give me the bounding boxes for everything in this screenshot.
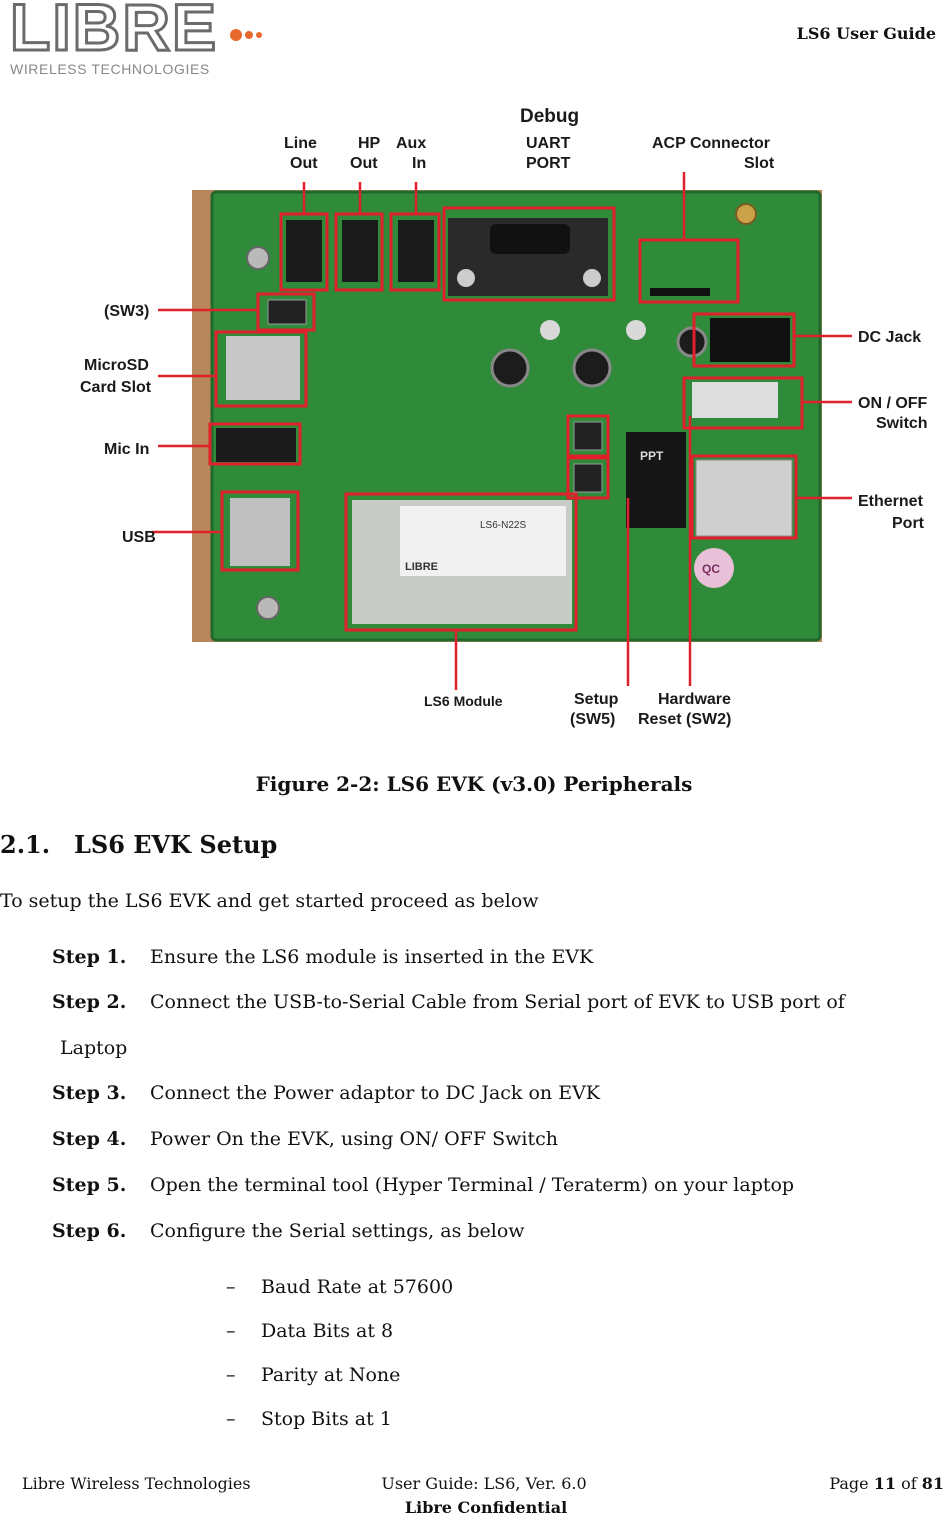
setting-bullet: – Parity at None xyxy=(226,1364,400,1386)
label-aux-in-1: Aux xyxy=(396,135,426,152)
screw-icon xyxy=(246,246,270,270)
label-hw-reset-1: Hardware xyxy=(658,691,731,708)
evk-board-illustration: PPT QC LS6-N22S LIBRE xyxy=(80,106,928,728)
step-text: Ensure the LS6 module is inserted in the… xyxy=(150,946,594,968)
step-item: Step 5. Open the terminal tool (Hyper Ter… xyxy=(52,1174,794,1196)
label-mic-in: Mic In xyxy=(104,441,149,458)
transformer-label: PPT xyxy=(640,449,664,463)
label-hp-out-2: Out xyxy=(350,155,378,172)
page-total: 81 xyxy=(921,1474,944,1493)
label-setup-1: Setup xyxy=(574,691,619,708)
step-item: Step 4. Power On the EVK, using ON/ OFF S… xyxy=(52,1128,558,1150)
step-key: Step 1. xyxy=(52,946,127,968)
step-text: Connect the Power adaptor to DC Jack on … xyxy=(150,1082,600,1104)
label-dc-jack: DC Jack xyxy=(858,329,921,346)
footer-company: Libre Wireless Technologies xyxy=(22,1474,251,1493)
section-heading: 2.1. LS6 EVK Setup xyxy=(0,830,277,859)
setting-bullet: – Data Bits at 8 xyxy=(226,1320,393,1342)
label-ethernet-2: Port xyxy=(892,515,925,532)
qc-sticker: QC xyxy=(702,562,720,576)
step-item: Step 6. Configure the Serial settings, as… xyxy=(52,1220,525,1242)
bullet-dash: – xyxy=(226,1364,236,1386)
section-title: LS6 EVK Setup xyxy=(74,830,278,859)
label-sw3: (SW3) xyxy=(104,303,149,320)
setting-bullet: – Stop Bits at 1 xyxy=(226,1408,392,1430)
step-item: Step 1. Ensure the LS6 module is inserted… xyxy=(52,946,593,968)
step-key: Step 4. xyxy=(52,1128,127,1150)
label-line-out-2: Out xyxy=(290,155,318,172)
label-onoff-2: Switch xyxy=(876,415,928,432)
bullet-dash: – xyxy=(226,1276,236,1298)
libre-logo: LIBRE WIRELESS TECHNOLOGIES xyxy=(8,0,268,80)
step-key: Step 2. xyxy=(52,991,127,1013)
footer-confidential: Libre Confidential xyxy=(404,1498,568,1517)
label-aux-in-2: In xyxy=(412,155,426,172)
step-item: Step 2. Connect the USB-to-Serial Cable f… xyxy=(52,991,845,1013)
step-key: Step 3. xyxy=(52,1082,127,1104)
label-line-out-1: Line xyxy=(284,135,317,152)
page-number: 11 xyxy=(873,1474,896,1493)
label-ethernet-1: Ethernet xyxy=(858,493,924,510)
logo-subtitle: WIRELESS TECHNOLOGIES xyxy=(10,61,210,77)
step-text: Configure the Serial settings, as below xyxy=(150,1220,525,1242)
step-text: Open the terminal tool (Hyper Terminal /… xyxy=(150,1174,795,1196)
label-usb: USB xyxy=(122,529,156,546)
screw-icon xyxy=(256,596,280,620)
step-key: Step 6. xyxy=(52,1220,127,1242)
screw-icon xyxy=(735,203,757,225)
label-acp-2: Slot xyxy=(744,155,775,172)
label-microsd-2: Card Slot xyxy=(80,379,152,396)
guide-title: LS6 User Guide xyxy=(796,24,936,43)
bullet-dash: – xyxy=(226,1408,236,1430)
label-uart-1: UART xyxy=(526,135,571,152)
step-key: Step 5. xyxy=(52,1174,127,1196)
evk-board-figure: PPT QC LS6-N22S LIBRE xyxy=(80,100,940,740)
footer-doc: User Guide: LS6, Ver. 6.0 xyxy=(381,1474,587,1493)
bullet-text: Stop Bits at 1 xyxy=(261,1408,392,1430)
logo-dots-icon xyxy=(230,24,265,43)
label-debug: Debug xyxy=(520,106,579,127)
bullet-text: Baud Rate at 57600 xyxy=(261,1276,454,1298)
label-onoff-1: ON / OFF xyxy=(858,395,928,412)
logo-wordmark: LIBRE xyxy=(9,0,218,64)
module-brand: LIBRE xyxy=(405,561,438,573)
label-setup-2: (SW5) xyxy=(570,711,615,728)
section-number: 2.1. xyxy=(0,830,51,859)
footer-page: Page 11 of 81 xyxy=(829,1474,944,1493)
figure-caption: Figure 2-2: LS6 EVK (v3.0) Peripherals xyxy=(255,772,693,796)
bullet-text: Parity at None xyxy=(261,1364,401,1386)
step-text: Connect the USB-to-Serial Cable from Ser… xyxy=(150,991,845,1013)
label-ls6-module: LS6 Module xyxy=(424,693,503,709)
setting-bullet: – Baud Rate at 57600 xyxy=(226,1276,453,1298)
label-microsd-1: MicroSD xyxy=(84,357,149,374)
label-acp-1: ACP Connector xyxy=(652,135,770,152)
module-label: LS6-N22S xyxy=(480,520,526,531)
step-text: Power On the EVK, using ON/ OFF Switch xyxy=(150,1128,558,1150)
label-hw-reset-2: Reset (SW2) xyxy=(638,711,731,728)
bullet-text: Data Bits at 8 xyxy=(261,1320,394,1342)
bullet-dash: – xyxy=(226,1320,236,1342)
step-continuation: Laptop xyxy=(60,1037,128,1059)
intro-paragraph: To setup the LS6 EVK and get started pro… xyxy=(0,890,539,912)
label-hp-out-1: HP xyxy=(358,135,381,152)
step-item: Step 3. Connect the Power adaptor to DC J… xyxy=(52,1082,600,1104)
label-uart-2: PORT xyxy=(526,155,571,172)
